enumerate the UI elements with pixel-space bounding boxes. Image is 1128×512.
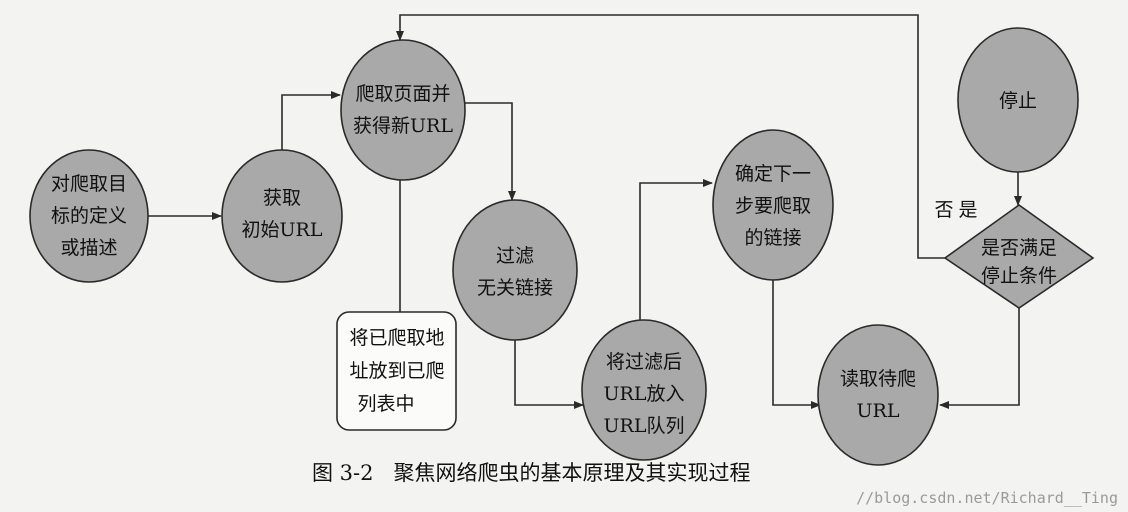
node-enqueue-line-3: URL队列 — [604, 415, 685, 437]
node-store-line-2: 址放到已爬 — [349, 360, 444, 382]
node-read-line-2: URL — [857, 400, 900, 422]
edge-next-to-read — [772, 280, 821, 409]
node-next: 确定下一 步要爬取 的链接 — [712, 129, 834, 281]
node-condition-line-1: 是否满足 — [981, 237, 1057, 259]
node-next-line-3: 的链接 — [744, 227, 801, 249]
node-seed-line-2: 初始URL — [242, 219, 323, 241]
node-crawl: 爬取页面并 获得新URL — [340, 39, 466, 181]
node-store-line-3: 列表中 — [357, 393, 414, 415]
edge-crawl-to-filter — [463, 102, 516, 201]
label-no: 否 — [934, 199, 953, 221]
node-define: 对爬取目 标的定义 或描述 — [29, 149, 149, 283]
node-next-line-2: 步要爬取 — [735, 195, 811, 217]
node-store-line-1: 将已爬取地 — [349, 327, 444, 349]
node-stop: 停止 — [957, 27, 1079, 173]
node-store: 将已爬取地 址放到已爬 列表中 — [336, 311, 457, 431]
node-next-line-1: 确定下一 — [735, 163, 811, 185]
node-condition: 是否满足 停止条件 — [943, 204, 1095, 309]
node-filter-line-2: 无关链接 — [477, 277, 553, 299]
node-define-line-2: 标的定义 — [51, 205, 127, 227]
node-condition-line-2: 停止条件 — [981, 265, 1057, 287]
edge-enqueue-to-next — [639, 179, 713, 321]
edge-condition-to-read — [939, 308, 1020, 409]
node-read: 读取待爬 URL — [817, 324, 939, 466]
edges — [148, 14, 1022, 409]
label-yes: 是 — [958, 199, 977, 221]
node-enqueue-line-2: URL放入 — [604, 383, 685, 405]
watermark: //blog.csdn.net/Richard__Ting — [856, 489, 1118, 507]
node-read-line-1: 读取待爬 — [840, 368, 916, 390]
node-define-line-1: 对爬取目 — [51, 173, 127, 195]
figure-caption: 图 3-2 聚焦网络爬虫的基本原理及其实现过程 — [312, 461, 751, 485]
node-define-line-3: 或描述 — [60, 237, 117, 259]
node-crawl-line-1: 爬取页面并 — [355, 83, 450, 105]
node-seed: 获取 初始URL — [221, 149, 343, 283]
edge-filter-to-enqueue — [514, 340, 584, 409]
edge-condition-loop-to-crawl — [396, 14, 945, 259]
node-filter: 过滤 无关链接 — [452, 199, 578, 341]
node-enqueue: 将过滤后 URL放入 URL队列 — [581, 319, 707, 461]
node-filter-line-1: 过滤 — [496, 245, 534, 267]
node-stop-line-1: 停止 — [999, 90, 1037, 112]
node-enqueue-line-1: 将过滤后 — [606, 351, 682, 373]
edge-seed-to-crawl — [281, 91, 341, 150]
node-crawl-line-2: 获得新URL — [353, 115, 453, 137]
node-seed-line-1: 获取 — [263, 187, 301, 209]
